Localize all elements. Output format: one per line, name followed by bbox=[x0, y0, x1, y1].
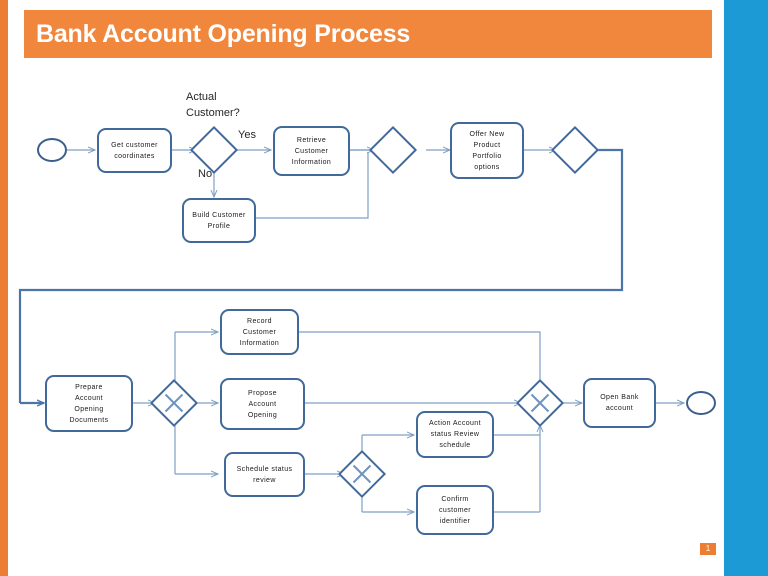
task-label: Confirm customer identifier bbox=[439, 495, 471, 525]
task-prepare-account-opening-documents[interactable]: Prepare Account Opening Documents bbox=[45, 375, 133, 432]
task-label: Retrieve Customer Information bbox=[291, 136, 332, 166]
decision-question-line-1: Actual bbox=[186, 91, 217, 103]
task-label: Action Account status Review schedule bbox=[429, 420, 481, 449]
task-record-customer-information[interactable]: Record Customer Information bbox=[220, 309, 299, 355]
edge-build-profile-to-merge bbox=[255, 152, 369, 219]
right-accent-strip bbox=[724, 0, 768, 576]
edge-label-yes: Yes bbox=[238, 129, 256, 141]
task-build-customer-profile[interactable]: Build Customer Profile bbox=[182, 198, 256, 243]
task-label: Build Customer Profile bbox=[192, 211, 246, 230]
task-open-bank-account[interactable]: Open Bank account bbox=[583, 378, 656, 428]
task-label: Open Bank account bbox=[600, 394, 639, 412]
flowchart-diagram: Get customer coordinates Actual Customer… bbox=[0, 60, 724, 576]
task-label: Prepare Account Opening Documents bbox=[69, 383, 109, 424]
edge-label-no: No bbox=[198, 168, 213, 180]
task-confirm-customer-identifier[interactable]: Confirm customer identifier bbox=[416, 485, 494, 535]
start-event[interactable] bbox=[37, 138, 67, 162]
task-label: Propose Account Opening bbox=[247, 389, 278, 419]
task-offer-new-product-portfolio-options[interactable]: Offer New Product Portfolio options bbox=[450, 122, 524, 179]
decision-question-line-2: Customer? bbox=[186, 107, 240, 119]
title-bar bbox=[24, 10, 712, 58]
left-accent-strip bbox=[0, 0, 8, 576]
task-label: Offer New Product Portfolio options bbox=[469, 130, 505, 171]
task-label: Schedule status review bbox=[236, 465, 293, 484]
task-action-account-status-review-schedule[interactable]: Action Account status Review schedule bbox=[416, 411, 494, 458]
task-propose-account-opening[interactable]: Propose Account Opening bbox=[220, 378, 305, 430]
task-label: Record Customer Information bbox=[239, 317, 280, 347]
edge-loopback-path bbox=[18, 148, 624, 403]
page-number-badge: 1 bbox=[700, 543, 716, 555]
page-title: Bank Account Opening Process bbox=[36, 20, 411, 48]
task-get-customer-coordinates[interactable]: Get customer coordinates bbox=[97, 128, 172, 173]
end-event[interactable] bbox=[686, 391, 716, 415]
task-schedule-status-review[interactable]: Schedule status review bbox=[224, 452, 305, 497]
edge-record-to-join bbox=[299, 331, 541, 385]
task-label: Get customer coordinates bbox=[111, 141, 158, 160]
task-retrieve-customer-information[interactable]: Retrieve Customer Information bbox=[273, 126, 350, 176]
